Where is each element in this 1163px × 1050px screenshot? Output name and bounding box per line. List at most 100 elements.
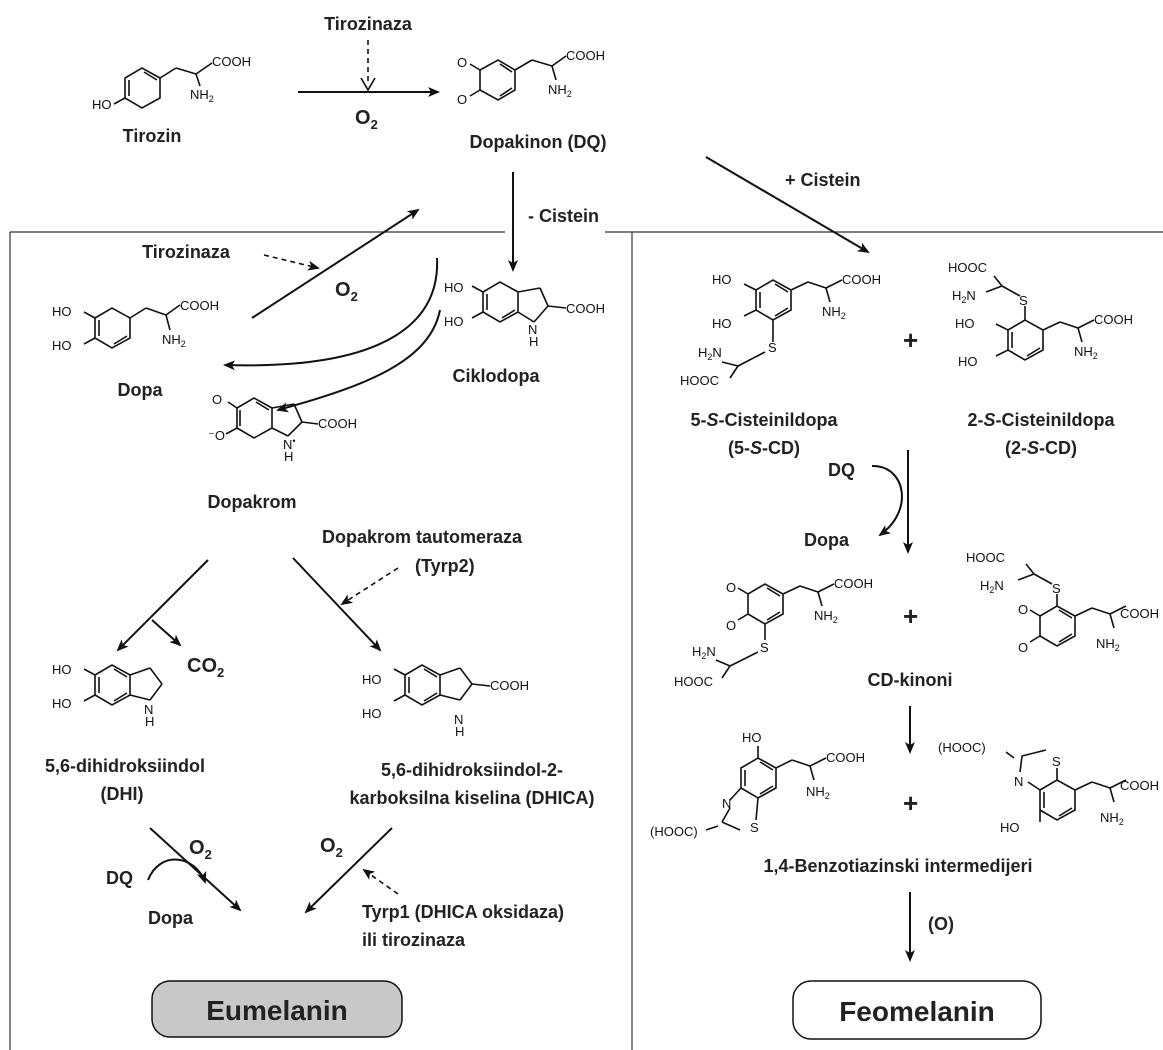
cd5-cooh: COOH <box>842 272 881 287</box>
tyrp1-dash <box>362 868 399 895</box>
cd5q-o2: O <box>726 618 736 633</box>
panel-frames <box>9 231 1163 1050</box>
tyrosine-structure: HO COOH NH2 <box>92 54 251 112</box>
cd2q-h2n: H2N <box>980 578 1004 595</box>
dopachrome-structure: O ⁻O COOH N• H <box>208 392 357 464</box>
cd5-h2n: H2N <box>698 345 722 362</box>
curve-to-dopa <box>223 257 439 371</box>
cd5-abbr-label: (5-S-CD) <box>728 438 800 458</box>
dopachrome-to-dhica-arrow <box>292 557 382 652</box>
cd2-label: 2-S-Cisteinildopa <box>967 410 1115 430</box>
cd2-h2n: H2N <box>952 288 976 305</box>
cd5-label: 5-S-Cisteinildopa <box>690 410 838 430</box>
bt1-ho: HO <box>742 730 762 745</box>
cd2-ho2: HO <box>958 354 978 369</box>
cd5-hooc: HOOC <box>680 373 719 388</box>
cd2-cooh: COOH <box>1094 312 1133 327</box>
co2-branch-arrow <box>151 619 182 647</box>
cd5-ho1: HO <box>712 272 732 287</box>
dq-cooh: COOH <box>566 48 605 63</box>
tyrosinase-top-label: Tirozinaza <box>324 14 413 34</box>
bt2-cooh: COOH <box>1120 778 1159 793</box>
dopa-ho2: HO <box>52 338 72 353</box>
o2-dhica: O2 <box>320 835 343 860</box>
cd2-nh2: NH2 <box>1074 344 1098 361</box>
o2-dhi: O2 <box>189 837 212 862</box>
plus-middle: + <box>903 601 918 631</box>
dq-right-label: DQ <box>828 460 855 480</box>
dopachrome-label: Dopakrom <box>207 492 296 512</box>
benzothiazine-2-structure: S N (HOOC) COOH NH2 HO <box>938 740 1159 835</box>
cd5-quinone-structure: O O COOH NH2 S H2N HOOC <box>674 576 873 689</box>
tautomerase-label: Dopakrom tautomeraza <box>322 527 523 547</box>
cd2q-nh2: NH2 <box>1096 636 1120 653</box>
curve-to-dopachrome <box>276 309 441 413</box>
dq-o2: O <box>457 92 467 107</box>
cd2q-o1: O <box>1018 602 1028 617</box>
dhi-ho1: HO <box>52 662 72 677</box>
cd2q-o2: O <box>1018 640 1028 655</box>
o2-top: O2 <box>355 107 378 132</box>
pheomelanin-box <box>792 980 1042 1040</box>
cd2-s: S <box>1019 293 1028 308</box>
dopachrome-o-minus: ⁻O <box>208 428 225 443</box>
cyclodopa-ho1: HO <box>444 280 464 295</box>
dopa-ho1: HO <box>52 304 72 319</box>
tyrosinase-left-label: Tirozinaza <box>142 242 231 262</box>
cd2q-cooh: COOH <box>1120 606 1159 621</box>
dhi-ho2: HO <box>52 696 72 711</box>
cd2-quinone-structure: O O COOH NH2 S HOOC H2N <box>966 550 1159 655</box>
cd2-hooc: HOOC <box>948 260 987 275</box>
cyclodopa-label: Ciklodopa <box>452 366 540 386</box>
cd5q-nh2: NH2 <box>814 608 838 625</box>
dhica-ho1: HO <box>362 672 382 687</box>
tautomerase-sub-label: (Tyrp2) <box>415 556 475 576</box>
plus-bottom: + <box>903 788 918 818</box>
bt2-hooc: (HOOC) <box>938 740 986 755</box>
dhi-label-line2: (DHI) <box>101 784 144 804</box>
cyclodopa-ho2: HO <box>444 314 464 329</box>
dopaquinone-label: Dopakinon (DQ) <box>470 132 607 152</box>
bt2-s: S <box>1052 754 1061 769</box>
tyrosinase-top-head <box>360 77 376 92</box>
dopa-label: Dopa <box>118 380 164 400</box>
cd5q-h2n: H2N <box>692 644 716 661</box>
pheomelanin-label: Feomelanin <box>839 996 995 1027</box>
tautomerase-dash <box>340 567 399 606</box>
cd5-s: S <box>768 340 777 355</box>
cyclodopa-structure: HO HO COOH N H <box>444 280 605 349</box>
eumelanin-box <box>151 980 403 1038</box>
bt2-n: N <box>1014 774 1023 789</box>
cd-quinones-label: CD-kinoni <box>868 670 953 690</box>
dq-nh2: NH2 <box>548 82 572 99</box>
dopachrome-o: O <box>212 392 222 407</box>
dopa-right-label: Dopa <box>804 530 850 550</box>
cd2-structure: HO HO COOH NH2 S HOOC H2N <box>948 260 1133 369</box>
tyr-nh2: NH2 <box>190 87 214 104</box>
cd5q-o1: O <box>726 580 736 595</box>
cd5q-s: S <box>760 640 769 655</box>
cyclodopa-cooh: COOH <box>566 301 605 316</box>
dhica-n: N <box>454 712 463 727</box>
dhica-cooh: COOH <box>490 678 529 693</box>
dhi-label-line1: 5,6-dihidroksiindol <box>45 756 205 776</box>
bt1-cooh: COOH <box>826 750 865 765</box>
tyr-ho: HO <box>92 97 112 112</box>
dhi-structure: HO HO N H <box>52 662 163 729</box>
plus-top: + <box>903 325 918 355</box>
dopachrome-to-dhi-arrow <box>116 559 209 652</box>
dhica-to-eumelanin-arrow <box>304 827 393 914</box>
cd5q-cooh: COOH <box>834 576 873 591</box>
cd5q-hooc: HOOC <box>674 674 713 689</box>
dq-dopa-curve-right <box>871 464 903 537</box>
bt2-ho: HO <box>1000 820 1020 835</box>
dopa-nh2: NH2 <box>162 332 186 349</box>
dopachrome-n: N• <box>283 436 296 452</box>
minus-cysteine-label: - Cistein <box>528 206 599 226</box>
cd2-abbr-label: (2-S-CD) <box>1005 438 1077 458</box>
tyr-cooh: COOH <box>212 54 251 69</box>
benzothiazine-label: 1,4-Benzotiazinski intermedijeri <box>763 856 1032 876</box>
dopachrome-h: H <box>284 449 293 464</box>
